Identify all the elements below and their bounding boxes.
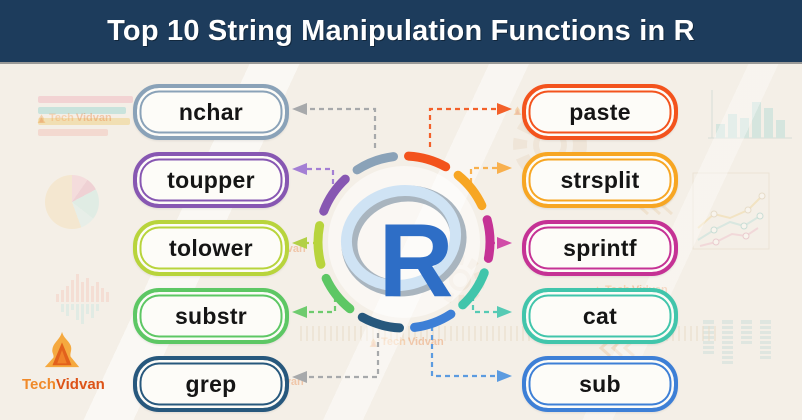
pill-paste: paste (522, 84, 678, 140)
techvidvan-wordmark: TechVidvan (22, 376, 105, 393)
pill-label: sprintf (563, 234, 637, 261)
hub-circle (328, 166, 480, 318)
pill-label: strsplit (560, 166, 640, 193)
decor-equalizer-chart (56, 274, 109, 324)
decor-vertical-bar-chart (708, 90, 792, 139)
pill-cat: cat (522, 288, 678, 344)
pill-label: sub (579, 370, 621, 397)
arrowhead-cat (497, 306, 512, 318)
decor-pie-chart (45, 175, 99, 229)
pill-sub: sub (522, 356, 678, 412)
pill-label: substr (174, 302, 248, 329)
pill-grep: grep (133, 356, 289, 412)
arrowhead-substr (292, 306, 307, 318)
arrowhead-nchar (292, 103, 307, 115)
arrow-nchar (307, 107, 377, 148)
ring-segment-tolower (313, 221, 326, 269)
arrowhead-sub (497, 370, 512, 382)
flame-icon (369, 337, 378, 347)
arrowhead-sprintf (497, 237, 512, 249)
pill-tolower: tolower (133, 220, 289, 276)
pill-toupper: toupper (133, 152, 289, 208)
pill-label: paste (569, 98, 631, 125)
decor-line-chart (692, 172, 770, 250)
pill-sprintf: sprintf (522, 220, 678, 276)
pill-label: cat (582, 302, 618, 329)
pill-nchar: nchar (133, 84, 289, 140)
arrow-paste (428, 107, 497, 147)
arrow-strsplit (469, 166, 497, 183)
flame-icon (44, 331, 80, 368)
arrowhead-toupper (292, 163, 307, 175)
pill-label: nchar (178, 98, 244, 125)
arrow-toupper (307, 167, 335, 184)
pill-label: tolower (169, 234, 253, 261)
techvidvan-logo: TechVidvan (22, 330, 105, 393)
arrow-substr (307, 297, 337, 314)
ring-segment-paste (404, 151, 451, 172)
pill-strsplit: strsplit (522, 152, 678, 208)
page-title: Top 10 String Manipulation Functions in … (107, 14, 695, 47)
title-banner: Top 10 String Manipulation Functions in … (0, 0, 802, 64)
pill-label: toupper (167, 166, 255, 193)
pill-label: grep (185, 370, 237, 397)
flame-icon (37, 113, 46, 123)
pill-substr: substr (133, 288, 289, 344)
